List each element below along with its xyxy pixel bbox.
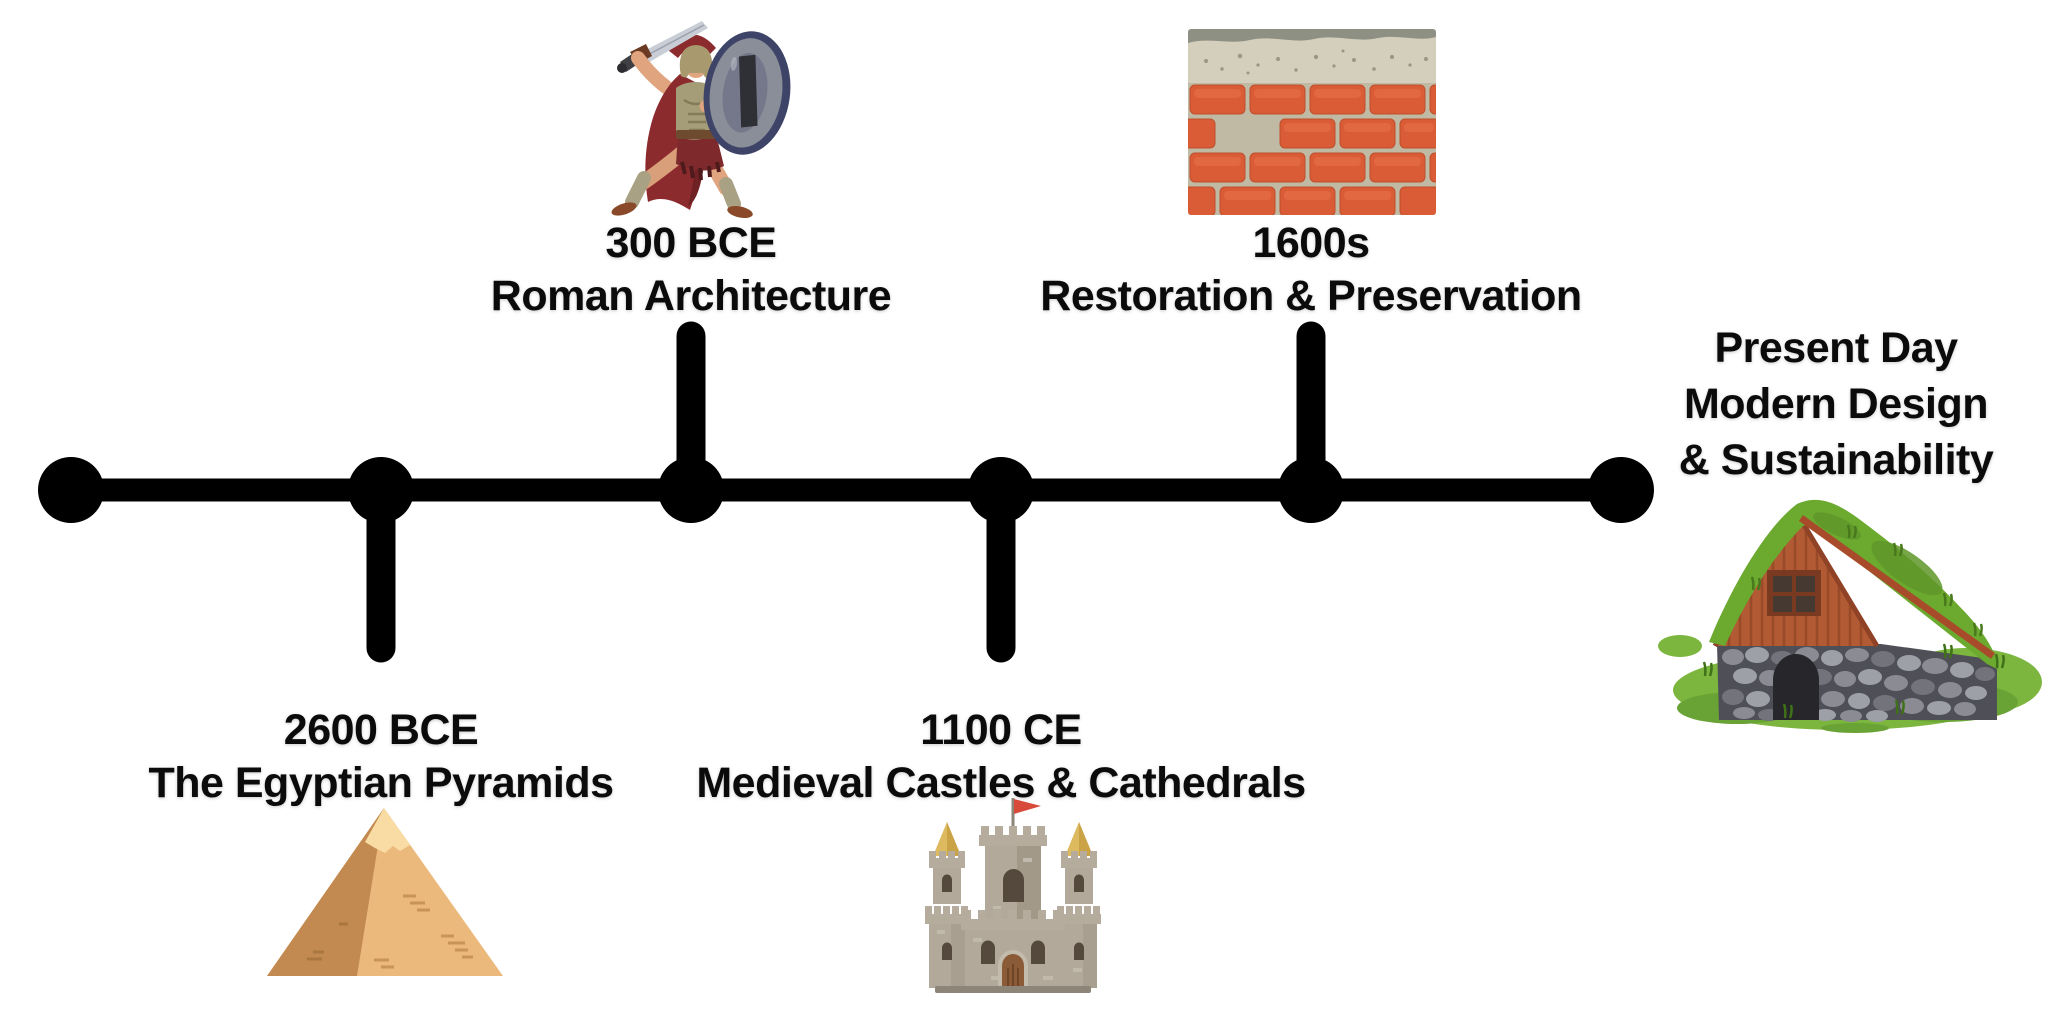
title-modern-design: Modern Design <box>1683 380 1989 428</box>
date-1100ce: 1100 CE <box>920 706 1082 754</box>
brick-wall-icon <box>1188 29 1436 215</box>
title-medieval-castles: Medieval Castles & Cathedrals <box>696 759 1306 807</box>
date-present-day: Present Day <box>1714 324 1958 372</box>
turf-house-icon <box>1658 499 2042 733</box>
pyramid-icon <box>267 808 503 976</box>
title-sustainability: & Sustainability <box>1678 436 1994 484</box>
date-1600s: 1600s <box>1252 219 1370 267</box>
title-restoration-preservation: Restoration & Preservation <box>1040 272 1582 320</box>
timeline-node-start <box>38 457 104 523</box>
timeline-node-1600s <box>1278 457 1344 523</box>
title-roman-architecture: Roman Architecture <box>490 272 892 320</box>
timeline-node-300bce <box>658 457 724 523</box>
label-present-day: Present Day Modern Design & Sustainabili… <box>1679 320 1994 488</box>
timeline-node-1100ce <box>968 457 1034 523</box>
timeline-node-2600bce <box>348 457 414 523</box>
title-egyptian-pyramids: The Egyptian Pyramids <box>148 759 614 807</box>
castle-icon <box>925 798 1101 993</box>
date-2600bce: 2600 BCE <box>283 706 479 754</box>
timeline-node-end <box>1588 457 1654 523</box>
roman-soldier-icon <box>611 21 791 219</box>
date-300bce: 300 BCE <box>605 219 777 267</box>
